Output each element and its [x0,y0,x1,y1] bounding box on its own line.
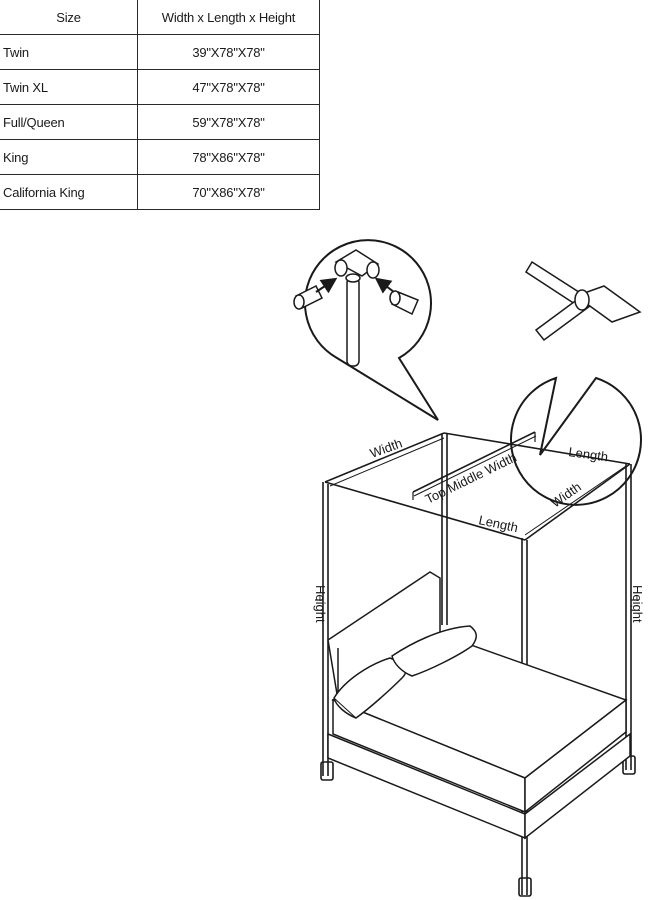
row-size: California King [0,174,138,210]
row-size: Twin [0,34,138,70]
header-dimensions: Width x Length x Height [137,0,320,35]
label-length-back: Length [568,444,609,464]
tube-joint-zoom [510,260,642,506]
size-chart-table: Size Width x Length x Height Twin 39"X78… [0,0,320,210]
bed [327,571,631,840]
row-size: Full/Queen [0,104,138,140]
table-header-row: Size Width x Length x Height [0,0,320,35]
table-row: Twin XL 47"X78"X78" [0,69,320,105]
label-top-middle-width: Top Middle Width [423,450,519,507]
detail-marks [315,432,639,601]
table-row: California King 70"X86"X78" [0,174,320,210]
row-dimensions: 78"X86"X78" [137,139,320,175]
header-size: Size [0,0,138,35]
row-size: Twin XL [0,69,138,105]
row-dimensions: 47"X78"X78" [137,69,320,105]
row-dimensions: 70"X86"X78" [137,174,320,210]
corner-connector-zoom [293,239,439,421]
label-height-right: Height [630,585,645,623]
label-height-left: Height [313,585,328,623]
